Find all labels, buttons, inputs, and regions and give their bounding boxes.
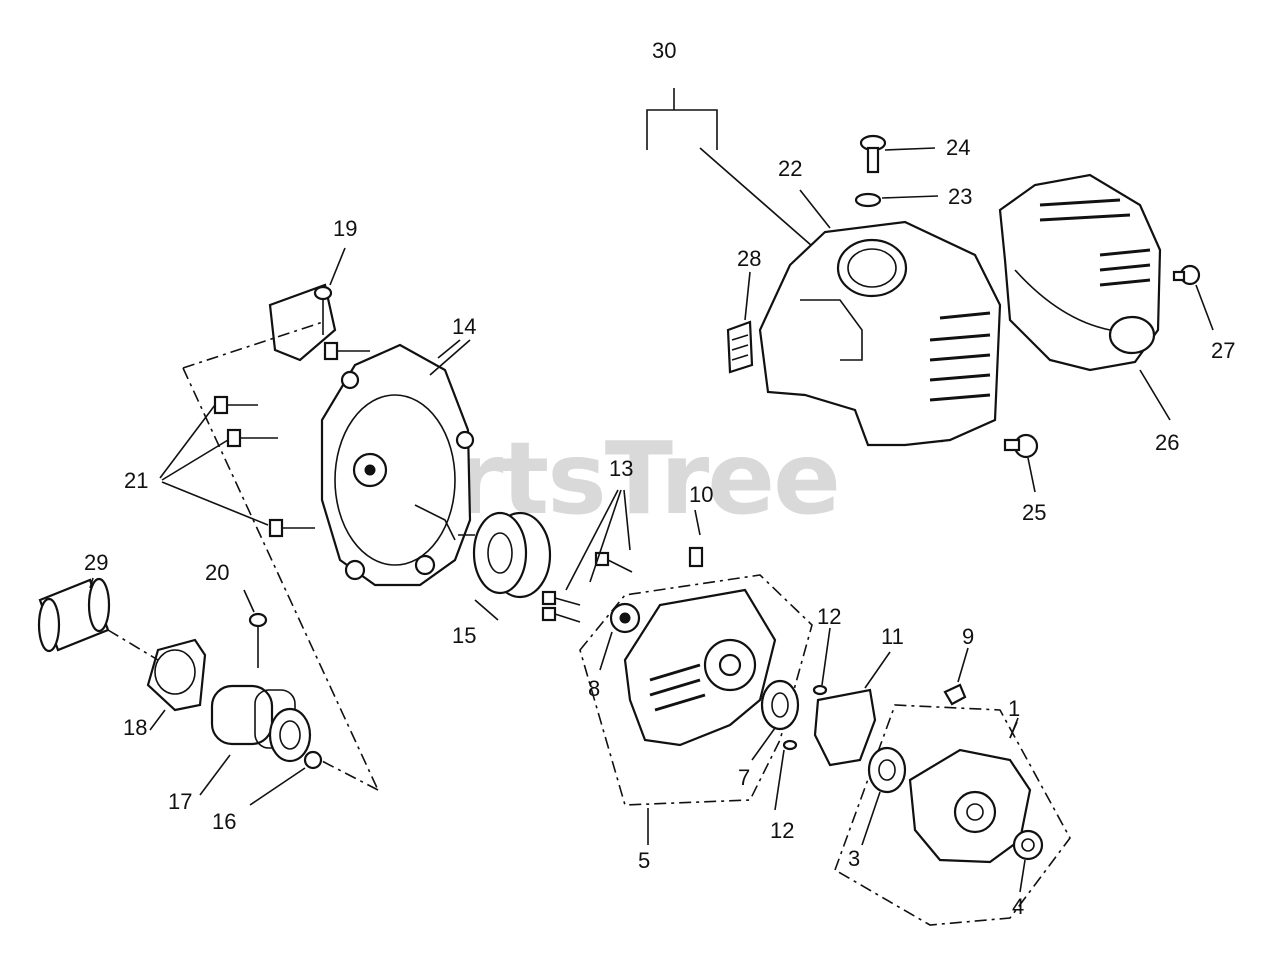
leader-22 [799, 189, 831, 229]
callout-10: 10 [689, 482, 714, 507]
callout-8: 8 [588, 676, 601, 701]
callout-29: 29 [84, 550, 109, 575]
part-bolt-20 [243, 589, 268, 668]
callout-23: 23 [948, 184, 973, 209]
callout-21: 21 [124, 468, 149, 493]
part-gasket-11 [813, 651, 891, 767]
callout-14: 14 [452, 314, 477, 339]
part-cylinder-shroud [758, 220, 1002, 447]
callout-9: 9 [962, 624, 975, 649]
part-seal-4 [1012, 829, 1044, 893]
callout-30: 30 [652, 38, 677, 63]
part-seal-7 [751, 679, 800, 761]
part-tube-29 [37, 577, 159, 661]
callout-11: 11 [881, 624, 904, 649]
part-oring-16 [249, 750, 323, 806]
callout-20: 20 [205, 560, 230, 585]
part-screws-13 [541, 489, 633, 623]
leader-14 [437, 339, 461, 359]
callout-12b: 12 [770, 818, 795, 843]
part-bolt-25 [1003, 433, 1039, 493]
part-starter-pulley [458, 511, 552, 621]
part-air-filter [199, 684, 312, 796]
callout-25: 25 [1022, 500, 1047, 525]
part-muffler-cover [998, 173, 1171, 421]
part-screw-9 [943, 647, 969, 706]
callout-22: 22 [778, 156, 803, 181]
part-bolt-27 [1172, 264, 1214, 331]
part-crankcase [579, 509, 813, 845]
callout-4: 4 [1012, 894, 1025, 919]
callout-3: 3 [848, 846, 861, 871]
callout-1: 1 [1008, 696, 1021, 721]
callout-28: 28 [737, 246, 762, 271]
callout-19: 19 [333, 216, 358, 241]
callout-18: 18 [123, 715, 148, 740]
callout-16: 16 [212, 809, 237, 834]
part-bearing-3 [861, 746, 907, 846]
bracket-30 [646, 88, 813, 247]
part-fan-housing [268, 283, 475, 587]
leader-1 [1009, 721, 1018, 739]
callout-26: 26 [1155, 430, 1180, 455]
part-label-plate [726, 271, 754, 374]
part-crankcase-half [834, 704, 1071, 926]
callout-13: 13 [609, 456, 634, 481]
callout-15: 15 [452, 623, 477, 648]
part-screw-19 [313, 247, 346, 335]
callout-24: 24 [946, 135, 971, 160]
callout-17: 17 [168, 789, 193, 814]
callout-12a: 12 [817, 604, 842, 629]
callout-7: 7 [738, 765, 751, 790]
part-bolts-21 [159, 321, 379, 791]
part-clamp-18 [146, 638, 207, 731]
part-pins-12 [774, 627, 831, 811]
part-bearing-8 [599, 602, 641, 671]
part-screw-24 [859, 134, 936, 174]
part-washer-23 [854, 192, 939, 208]
callout-27: 27 [1211, 338, 1236, 363]
callout-5: 5 [638, 848, 651, 873]
